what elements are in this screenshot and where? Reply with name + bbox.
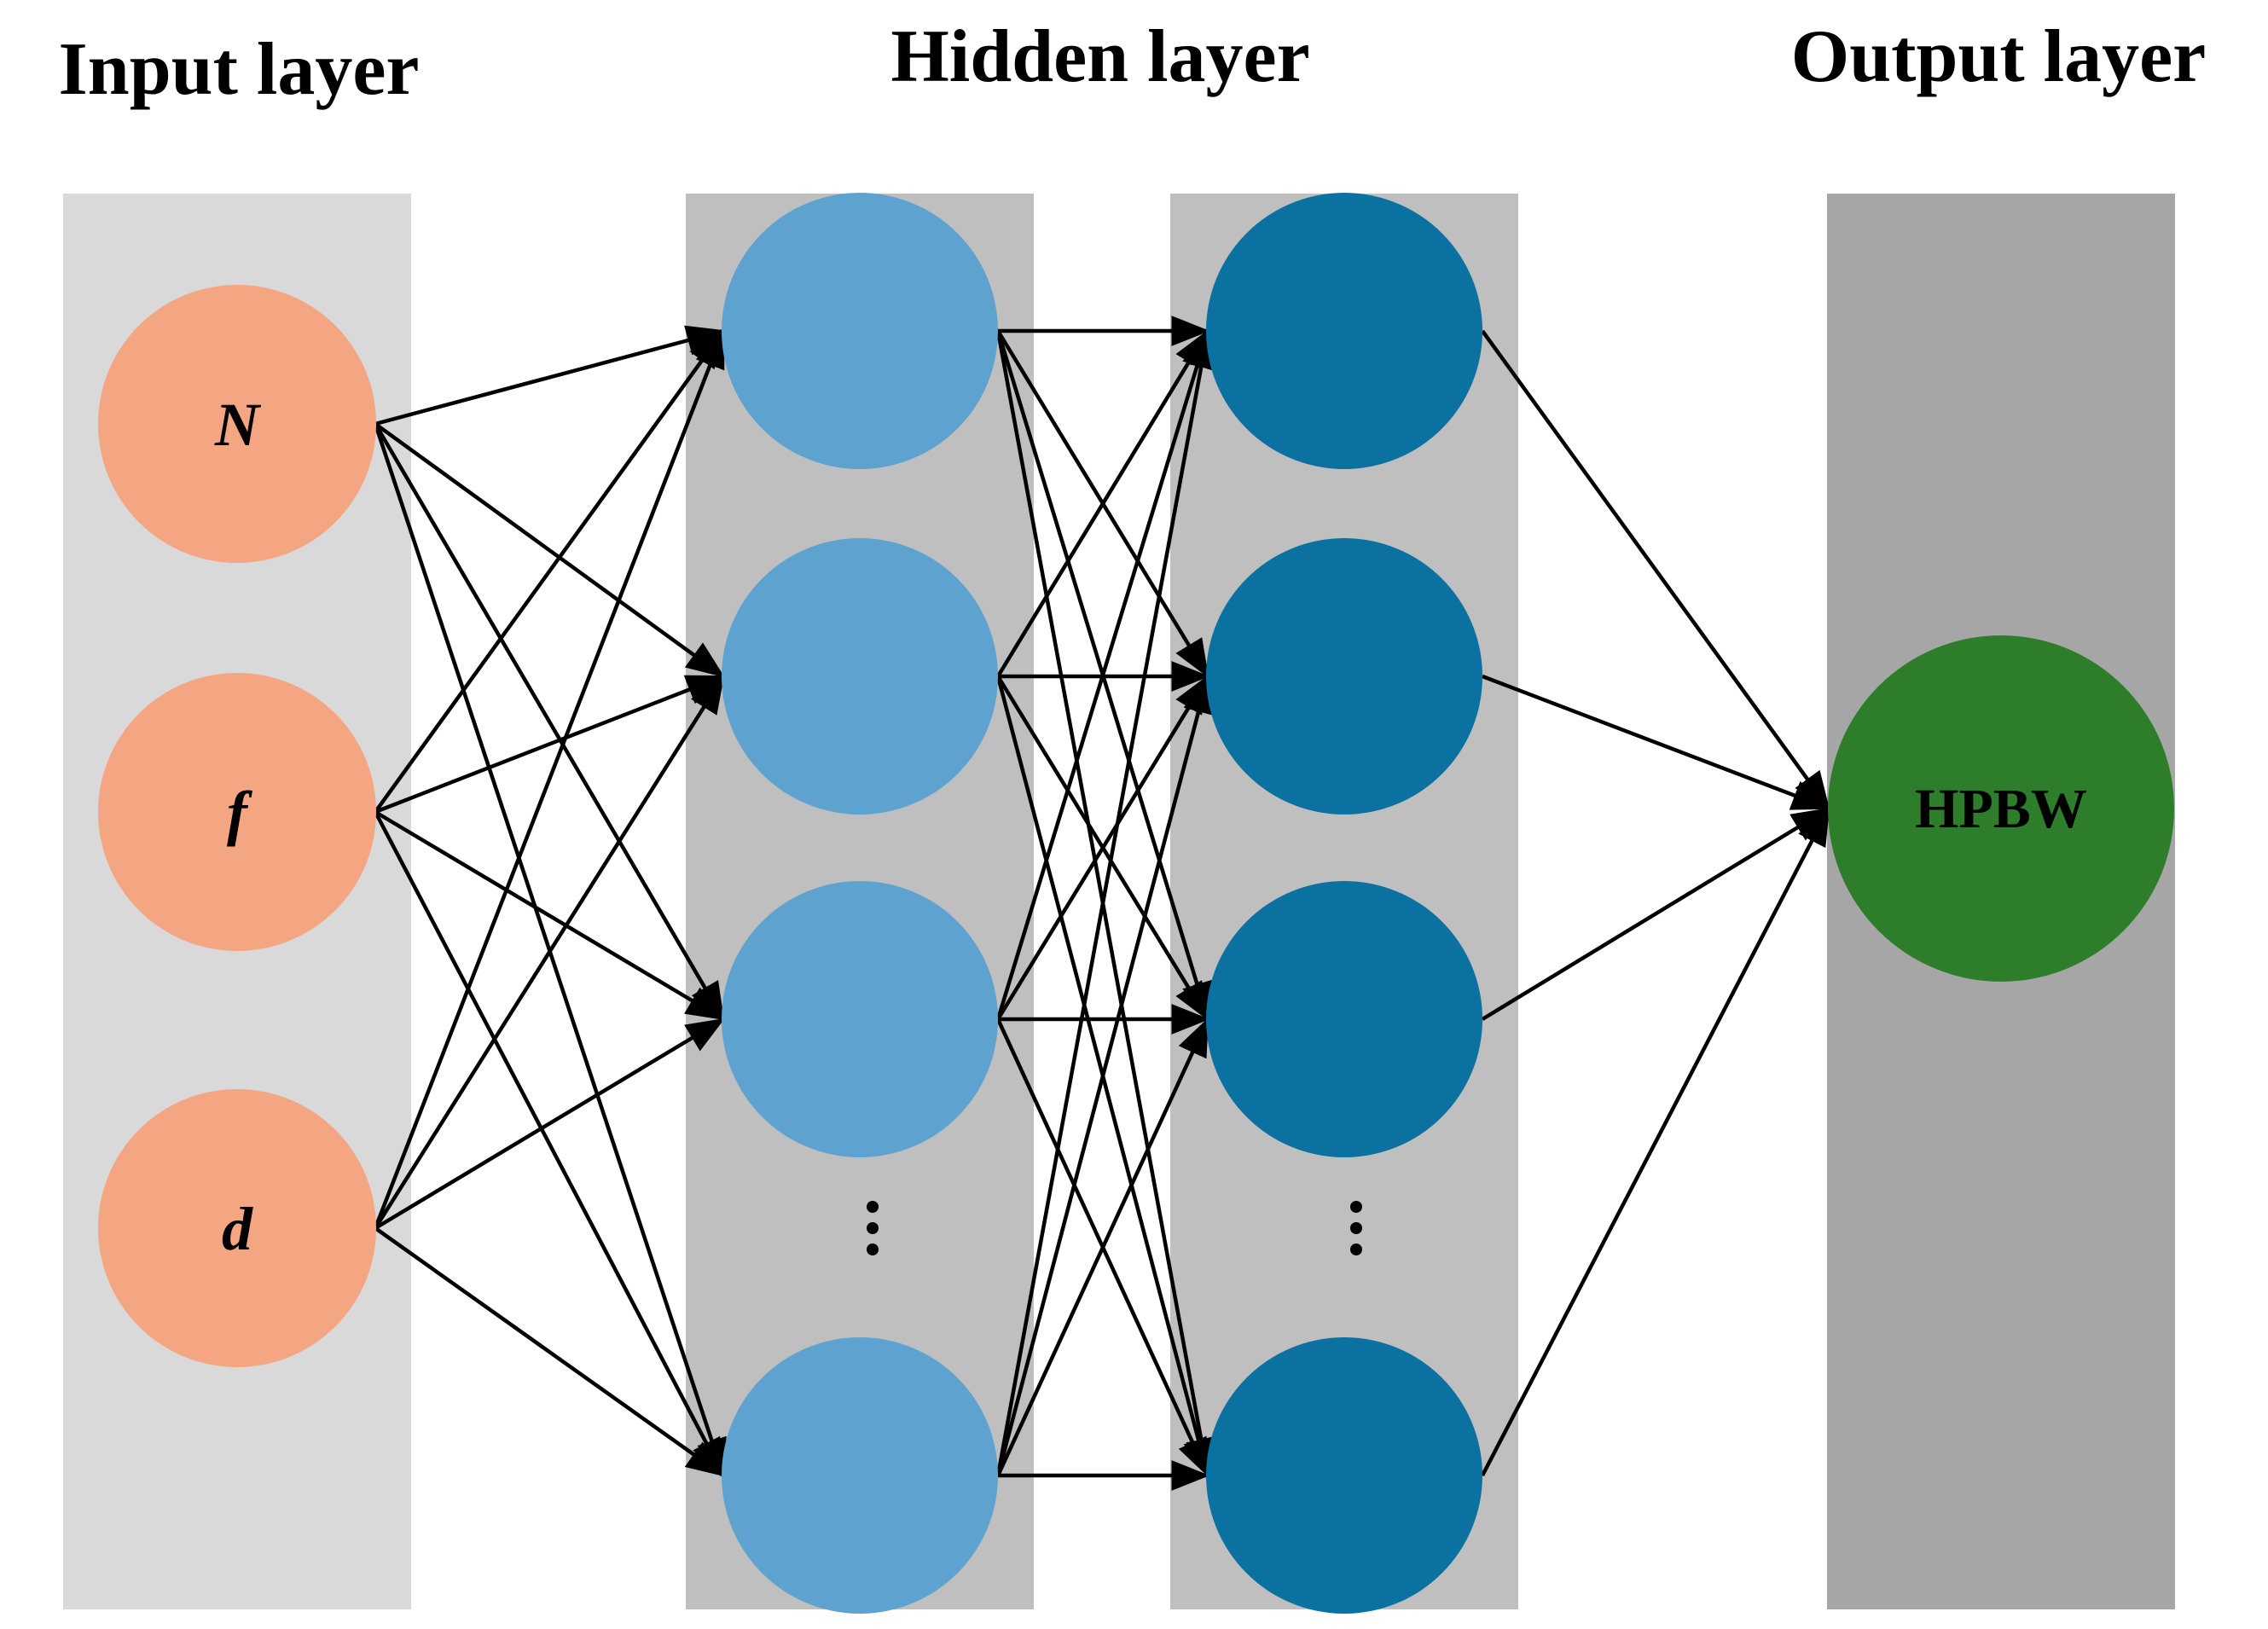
connection-input-3-to-hidden1-2 (374, 675, 725, 1230)
hidden-2-node-1 (1206, 193, 1482, 469)
input-node-label-d: d (222, 1195, 253, 1263)
connection-hidden1-4-to-hidden2-2 (995, 674, 1214, 1476)
output-layer-title: Output layer (1791, 15, 2206, 98)
connections-group (373, 316, 1831, 1491)
connection-hidden1-3-to-hidden2-1 (995, 328, 1212, 1020)
connection-hidden2-4-to-output (1481, 807, 1830, 1477)
connection-input-3-to-hidden1-1 (373, 328, 726, 1229)
hidden-1-node-4 (722, 1337, 998, 1614)
input-layer-title: Input layer (59, 28, 420, 111)
hidden-1-node-2 (722, 538, 998, 814)
connection-input-2-to-hidden1-4 (374, 810, 725, 1477)
connection-input-3-to-hidden1-3 (374, 1017, 725, 1230)
connection-hidden1-4-to-hidden2-3 (995, 1017, 1210, 1476)
connection-input-1-to-hidden1-3 (374, 422, 725, 1021)
connection-hidden2-1-to-output (1481, 329, 1830, 810)
connection-input-1-to-hidden1-2 (374, 422, 725, 678)
input-node-n: N (98, 285, 376, 563)
connection-hidden1-4-to-hidden2-1 (995, 328, 1216, 1476)
hidden-2-node-3 (1206, 881, 1482, 1157)
connection-hidden1-2-to-hidden2-1 (996, 329, 1209, 678)
output-node-hpbw: HPBW (1828, 635, 2174, 982)
connection-hidden1-3-to-hidden2-2 (996, 675, 1209, 1021)
connection-hidden2-2-to-output (1482, 674, 1831, 811)
connection-input-1-to-hidden1-1 (374, 325, 726, 426)
input-node-label-n: N (214, 391, 262, 459)
connection-input-2-to-hidden1-2 (374, 674, 726, 814)
hidden-2-ellipsis (1350, 1201, 1362, 1255)
connection-input-3-to-hidden1-4 (374, 1226, 725, 1477)
output-node-label: HPBW (1915, 778, 2087, 840)
hidden-layer-title: Hidden layer (890, 15, 1309, 98)
input-node-f: f (98, 673, 376, 951)
connection-input-2-to-hidden1-1 (374, 329, 725, 814)
hidden-1-node-1 (722, 193, 998, 469)
hidden-1-node-3 (722, 881, 998, 1157)
hidden-2-node-2 (1206, 538, 1482, 814)
input-node-d: d (98, 1089, 376, 1367)
hidden-1-ellipsis (867, 1201, 879, 1255)
connection-hidden2-3-to-output (1481, 807, 1830, 1021)
hidden-2-node-4 (1206, 1337, 1482, 1614)
connection-input-2-to-hidden1-3 (374, 810, 725, 1021)
